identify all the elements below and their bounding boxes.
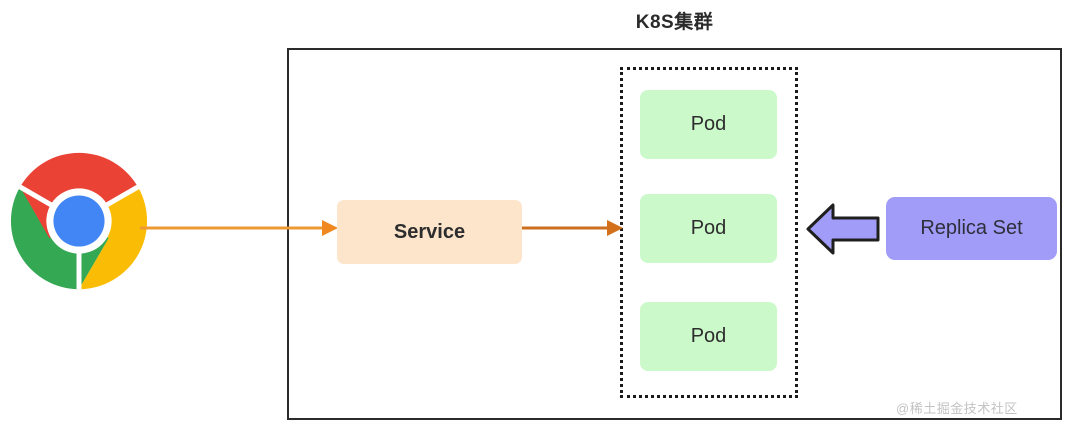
- watermark: @稀土掘金技术社区: [896, 401, 1018, 416]
- arrow-service-to-pods: [521, 220, 623, 236]
- chrome-icon: [8, 150, 150, 292]
- pod-group-container: [620, 67, 798, 398]
- k8s-cluster-boundary: [287, 48, 1062, 420]
- block-arrow-replicaset-to-pods: [806, 203, 880, 255]
- service-node[interactable]: Service: [337, 200, 522, 264]
- page-title: K8S集群: [635, 12, 714, 33]
- pod-node-label: Pod: [690, 325, 727, 347]
- replica-set-node[interactable]: Replica Set: [886, 197, 1057, 260]
- pod-node[interactable]: Pod: [640, 90, 777, 159]
- pod-node-label: Pod: [690, 113, 727, 135]
- service-node-label: Service: [393, 220, 466, 243]
- pod-node-label: Pod: [690, 217, 727, 239]
- pod-node[interactable]: Pod: [640, 302, 777, 371]
- replica-set-node-label: Replica Set: [920, 217, 1023, 239]
- arrow-client-to-service: [140, 220, 338, 236]
- pod-node[interactable]: Pod: [640, 194, 777, 263]
